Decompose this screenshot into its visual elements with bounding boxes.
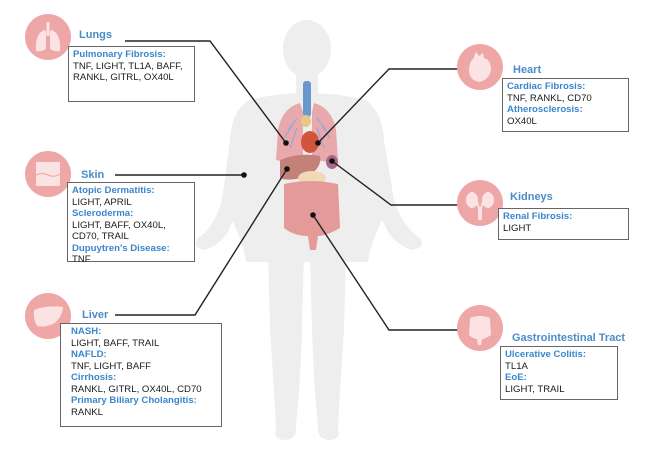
kidneys-title: Kidneys <box>510 191 553 203</box>
lungs-icon-circle <box>25 14 71 60</box>
condition-label: Atopic Dermatitis: <box>72 185 155 196</box>
heart-title: Heart <box>513 64 542 76</box>
gi-box: Ulcerative Colitis: TL1A EoE: LIGHT, TRA… <box>500 346 618 400</box>
heart-icon <box>469 52 491 82</box>
lungs-box: Pulmonary Fibrosis: TNF, LIGHT, TL1A, BA… <box>68 46 195 102</box>
intestine-icon <box>469 316 491 345</box>
gi-icon-circle <box>457 305 503 351</box>
skin-box: Atopic Dermatitis: LIGHT, APRIL Sclerode… <box>67 182 195 265</box>
condition-label: EoE: <box>505 372 527 383</box>
ligand-list: LIGHT <box>503 222 532 234</box>
lungs-icon <box>36 22 60 52</box>
condition-label: Ulcerative Colitis: <box>505 349 587 360</box>
liver-icon <box>33 306 63 327</box>
condition-label: Pulmonary Fibrosis: <box>73 49 166 60</box>
connector-lungs <box>125 40 287 144</box>
condition-label: Dupuytren's Disease: <box>72 242 170 254</box>
ligand-list: RANKL <box>71 406 103 418</box>
connectors <box>115 40 462 331</box>
connector-liver <box>115 168 288 316</box>
liver-title: Liver <box>82 309 109 321</box>
ligand-list: LIGHT, TRAIL <box>505 383 565 395</box>
ligand-list: TNF, LIGHT, BAFF <box>71 360 151 372</box>
skin-icon-circle <box>25 151 71 197</box>
heart-box: Cardiac Fibrosis: TNF, RANKL, CD70 Ather… <box>502 78 629 132</box>
ligand-list: LIGHT, BAFF, TRAIL <box>71 337 160 349</box>
kidneys-icon-circle <box>457 180 503 226</box>
condition-label: Primary Biliary Cholangitis: <box>71 395 197 406</box>
condition-label: NAFLD: <box>71 349 107 360</box>
trachea <box>303 81 311 117</box>
gi-title: Gastrointestinal Tract <box>512 332 626 344</box>
condition-label: Renal Fibrosis: <box>503 211 573 222</box>
ligand-list: OX40L <box>507 115 537 127</box>
ligand-list: TNF, RANKL, CD70 <box>507 92 592 104</box>
condition-label: Cardiac Fibrosis: <box>507 81 586 92</box>
heart-organ <box>301 131 319 153</box>
connector-gi <box>312 214 462 331</box>
liver-box: NASH: LIGHT, BAFF, TRAIL NAFLD: TNF, LIG… <box>60 323 222 427</box>
condition-label: Cirrhosis: <box>71 372 117 383</box>
connector-dots <box>241 140 335 218</box>
left-lung <box>276 103 303 162</box>
ligand-list: TNF <box>72 254 91 265</box>
ligand-list: TNF, LIGHT, TL1A, BAFF, RANKL, GITRL, OX… <box>73 60 183 84</box>
condition-label: Scleroderma: <box>72 208 134 219</box>
kidneys-box: Renal Fibrosis: LIGHT <box>498 208 629 240</box>
condition-label: NASH: <box>71 326 102 337</box>
lungs-title: Lungs <box>79 29 112 41</box>
right-lung <box>312 103 338 162</box>
ligand-list: TL1A <box>505 360 528 372</box>
ligand-list: RANKL, GITRL, OX40L, CD70 <box>71 383 202 395</box>
ligand-list: LIGHT, APRIL <box>72 196 132 208</box>
ligand-list: LIGHT, BAFF, OX40L, CD70, TRAIL <box>72 219 166 243</box>
connector-heart <box>317 68 462 144</box>
skin-title: Skin <box>81 169 105 181</box>
kidneys-icon <box>466 192 494 220</box>
organs <box>276 81 340 250</box>
heart-icon-circle <box>457 44 503 90</box>
condition-label: Atherosclerosis: <box>507 104 583 115</box>
skin-icon <box>35 162 61 186</box>
connector-kidneys <box>331 160 462 206</box>
